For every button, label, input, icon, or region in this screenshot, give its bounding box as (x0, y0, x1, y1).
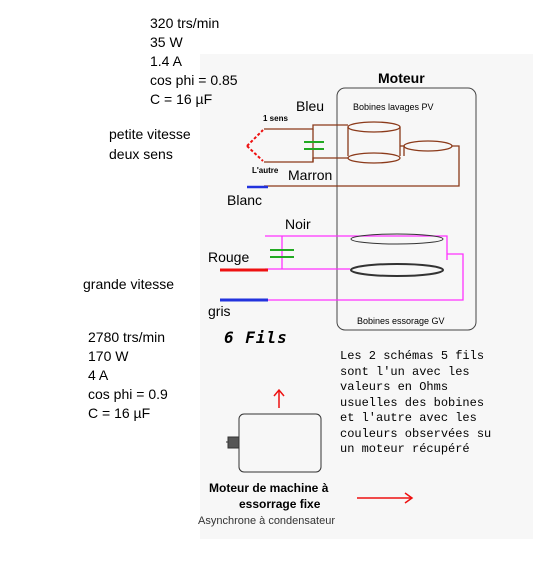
wire-label-red: Rouge (208, 249, 250, 265)
other-direction-label: L'autre (252, 166, 279, 175)
coil-gv-2 (350, 263, 444, 277)
wire-label-white: Blanc (227, 192, 263, 208)
wire-label-black: Noir (285, 216, 311, 232)
low-speed-cos-phi: cos phi = 0.85 (150, 72, 238, 88)
high-speed-capacitor: C = 16 µF (88, 405, 151, 421)
low-speed-capacitor: C = 16 µF (150, 91, 213, 107)
low-speed-circuit (264, 121, 460, 187)
note-line-7: un moteur récupéré (340, 442, 470, 456)
note-line-4: usuelles des bobines (340, 395, 485, 410)
capacitor-low-speed (304, 141, 324, 150)
low-coils-label: Bobines lavages PV (353, 102, 434, 112)
low-speed-label-2: deux sens (109, 146, 173, 162)
coil-gv-1 (350, 233, 444, 245)
wires-count-label: 6 Fils (224, 328, 288, 347)
note-line-1: Les 2 schémas 5 fils (340, 349, 485, 363)
high-speed-circuit (265, 235, 464, 301)
coil-pv-3 (403, 140, 453, 152)
coil-pv-2 (347, 152, 401, 164)
arrow-up-icon (273, 388, 285, 408)
high-speed-current: 4 A (88, 367, 109, 383)
low-speed-current: 1.4 A (150, 53, 182, 69)
wire-label-blue: Bleu (296, 98, 325, 114)
high-coils-label: Bobines essorage GV (357, 316, 445, 326)
motor-title: Moteur (378, 70, 425, 86)
direction-switch (246, 129, 264, 162)
arrow-right-icon (357, 492, 414, 504)
one-direction-label: 1 sens (263, 114, 288, 123)
high-speed-cos-phi: cos phi = 0.9 (88, 386, 168, 402)
high-speed-rpm: 2780 trs/min (88, 329, 166, 345)
coils-gv (350, 233, 444, 277)
note-line-3: valeurs en Ohms (340, 380, 449, 394)
capacitor-high-speed (270, 249, 294, 258)
wire-label-grey: gris (208, 303, 231, 319)
caption-line-3: Asynchrone à condensateur (198, 515, 335, 527)
note-line-6: couleurs observées su (340, 426, 492, 441)
low-speed-power: 35 W (150, 34, 183, 50)
low-speed-label: petite vitesse (109, 126, 191, 142)
high-speed-label: grande vitesse (83, 276, 175, 292)
note-line-2: sont l'un avec les (340, 364, 470, 379)
wire-label-brown: Marron (288, 167, 333, 183)
caption-line-2: essorrage fixe (239, 497, 321, 511)
coil-pv-1 (347, 121, 401, 133)
high-speed-power: 170 W (88, 348, 129, 364)
caption-line-1: Moteur de machine à (209, 481, 329, 495)
note-line-5: et l'autre avec les (340, 411, 477, 425)
motor-sketch (226, 413, 322, 473)
motor-box (336, 87, 477, 331)
low-speed-rpm: 320 trs/min (150, 15, 220, 31)
diagram-panel (200, 54, 533, 539)
